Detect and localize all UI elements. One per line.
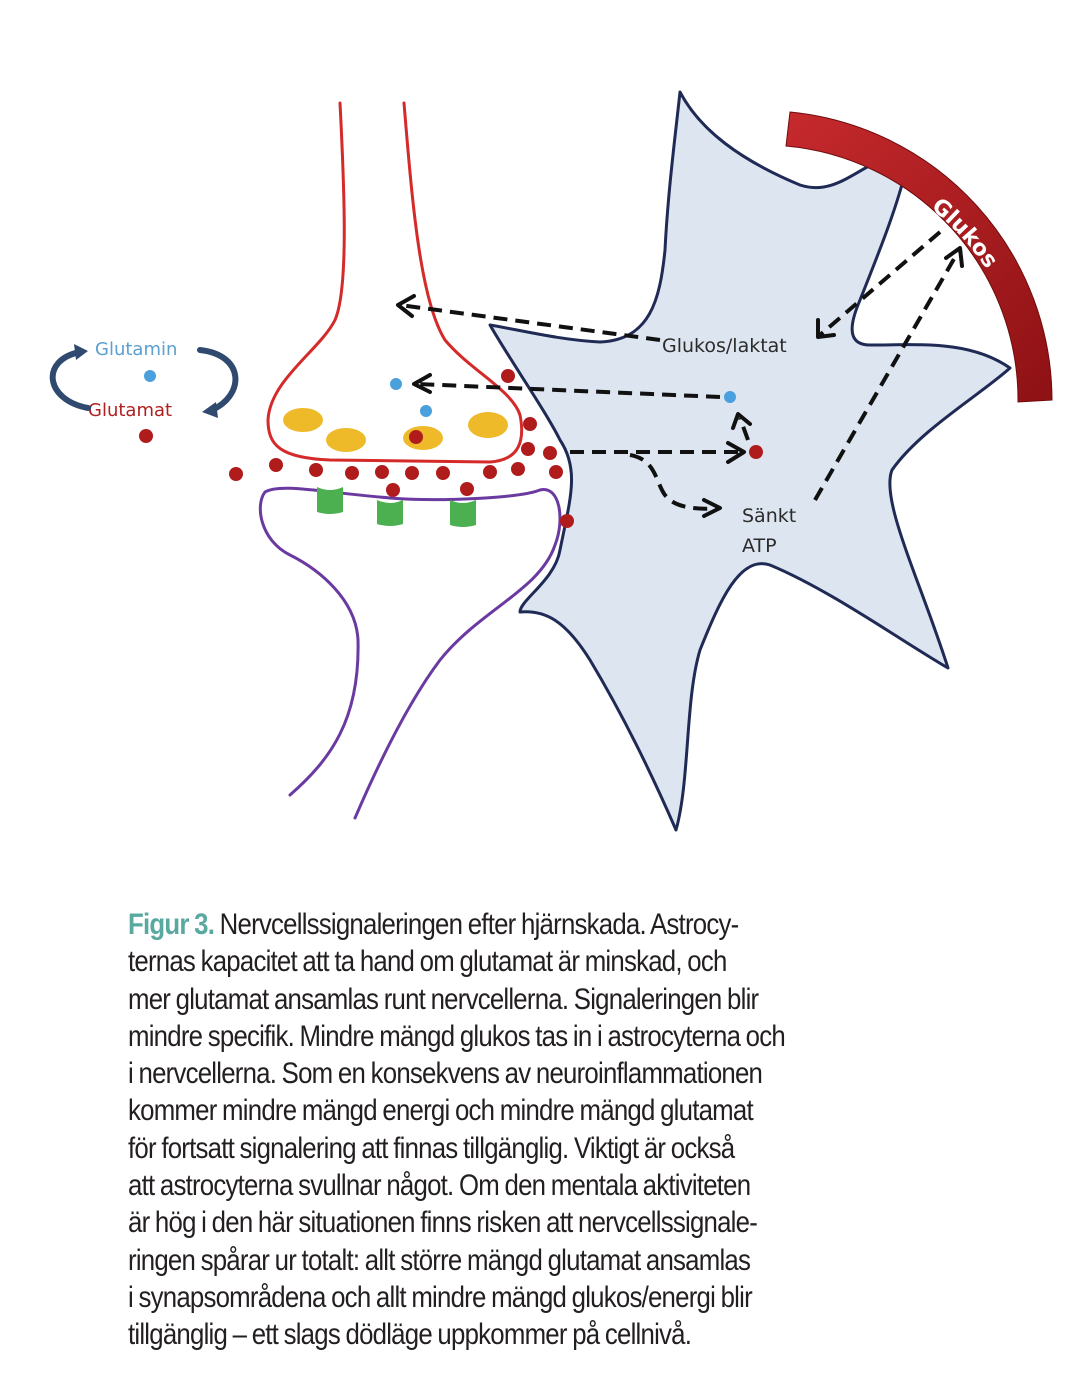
arrowhead-icon <box>816 318 836 339</box>
caption-line: Figur 3. Nervcellssignaleringen efter hj… <box>128 908 739 941</box>
arrowhead-icon <box>396 294 416 318</box>
arrowhead-icon <box>944 246 964 268</box>
arrowhead-icon <box>74 344 88 360</box>
glutamin-legend-dot <box>144 370 156 382</box>
arrow-vessel-to-glukos <box>818 230 942 337</box>
caption-line: mer glutamat ansamlas runt nervcellerna.… <box>128 982 759 1016</box>
glutamat-legend-label: Glutamat <box>88 400 172 421</box>
receptors <box>317 487 476 527</box>
glutamat-dot <box>749 445 763 459</box>
arrow-glutamin-to-neuron <box>417 382 721 399</box>
caption-line: att astrocyterna svullnar något. Om den … <box>128 1169 751 1203</box>
glutamat-dot <box>405 466 419 480</box>
sankt-label: Sänkt <box>742 505 796 527</box>
caption-line: ternas kapacitet att ta hand om glutamat… <box>128 945 727 979</box>
glutamat-dot <box>543 446 557 460</box>
astrocyte <box>488 90 1012 832</box>
caption-line: mindre specifik. Mindre mängd glukos tas… <box>128 1019 786 1053</box>
glutamat-dot <box>501 369 515 383</box>
arrow-to-sankt-atp <box>629 453 719 511</box>
blood-vessel <box>785 111 1053 403</box>
caption-line: i synapsområdena och allt mindre mängd g… <box>128 1280 753 1314</box>
figure-caption: Figur 3. Nervcellssignaleringen efter hj… <box>128 906 1078 1354</box>
arrowhead-icon <box>726 441 746 464</box>
glutamate-cycle-legend: Glutamin Glutamat <box>49 339 239 443</box>
vesicles <box>283 408 508 452</box>
vesicle <box>283 408 323 432</box>
glutamin-legend-label: Glutamin <box>95 339 177 360</box>
arrowhead-icon <box>731 412 752 430</box>
glutamat-dot <box>409 430 423 444</box>
figure-label: Figur 3. <box>128 908 215 941</box>
arrow-glutamat-to-glutamin <box>738 417 750 441</box>
arrow-heads <box>396 246 964 518</box>
caption-line: ringen spårar ur totalt: allt större män… <box>128 1243 751 1277</box>
pathway-arrows <box>399 230 960 511</box>
caption-line: i nervcellerna. Som en konsekvens av neu… <box>128 1057 763 1091</box>
vesicle <box>403 426 443 450</box>
glutamat-dot <box>309 463 323 477</box>
glutamat-dot <box>460 482 474 496</box>
glutamat-dot <box>560 514 574 528</box>
glutamat-dot <box>549 465 563 479</box>
glutamat-dot <box>269 458 283 472</box>
arrowhead-icon <box>202 402 218 418</box>
glutamin-dot <box>724 391 736 403</box>
atp-label: ATP <box>742 535 777 557</box>
glutamin-dot <box>420 405 432 417</box>
receptor <box>450 500 476 527</box>
glutamat-dot <box>386 483 400 497</box>
caption-line: är hög i den här situationen finns riske… <box>128 1206 758 1240</box>
glutamat-dot <box>511 462 525 476</box>
caption-line: för fortsatt signalering att finnas till… <box>128 1131 735 1165</box>
glutamat-dot <box>345 466 359 480</box>
cycle-arrow-right-icon <box>197 347 239 413</box>
glutamat-dot <box>375 465 389 479</box>
glutamin-dot <box>390 378 402 390</box>
arrowhead-icon <box>702 498 722 518</box>
arrowhead-icon <box>412 373 432 394</box>
glutamat-dot <box>521 442 535 456</box>
caption-line: kommer mindre mängd energi och mindre mä… <box>128 1094 754 1128</box>
vesicle <box>468 412 508 438</box>
cycle-arrow-left-icon <box>49 349 91 411</box>
glutamin-dots <box>390 378 736 417</box>
caption-line: tillgänglig – ett slags dödläge uppkomme… <box>128 1318 692 1352</box>
receptor <box>317 487 343 514</box>
glutamat-dot <box>436 466 450 480</box>
glutamat-dot <box>483 465 497 479</box>
synapse-diagram: Glukos <box>49 90 1053 832</box>
vesicle <box>326 428 366 452</box>
glutamat-dot <box>229 467 243 481</box>
glutamat-dots <box>229 369 763 528</box>
glutamat-dot <box>523 417 537 431</box>
glukos-laktat-label: Glukos/laktat <box>662 335 787 357</box>
presynaptic-terminal <box>266 101 524 464</box>
glutamat-legend-dot <box>139 429 153 443</box>
receptor <box>377 500 403 526</box>
postsynaptic-terminal <box>258 486 562 820</box>
arrow-atp-to-vessel <box>813 251 960 501</box>
